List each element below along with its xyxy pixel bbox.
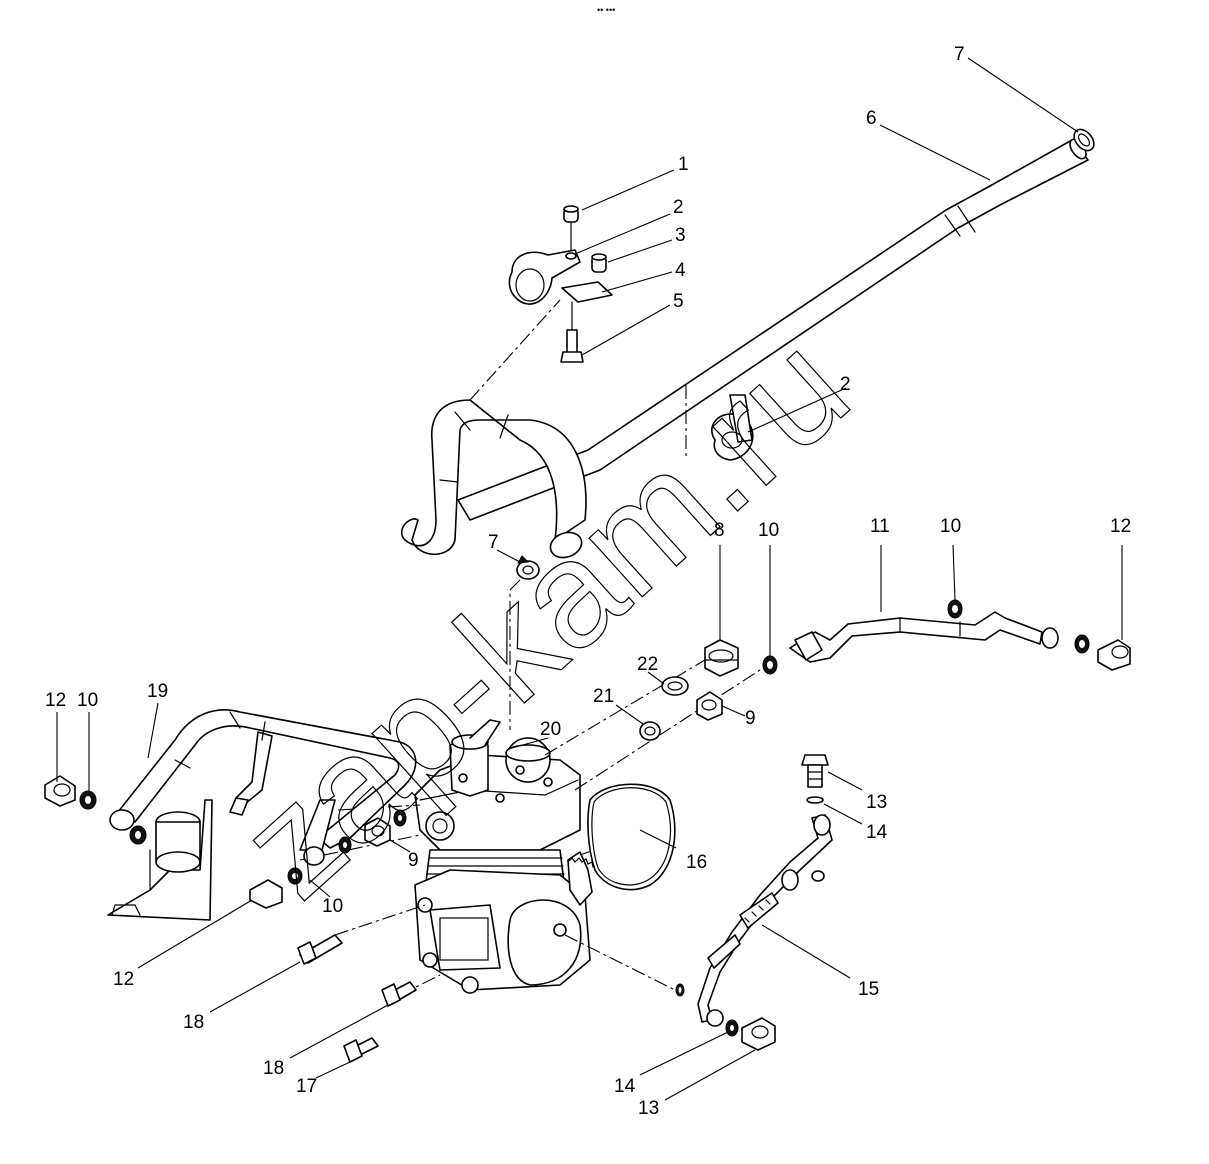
washer-21 <box>639 721 661 741</box>
clamp-7-small <box>516 555 540 580</box>
top-mark: •• ••• <box>597 5 615 15</box>
callout-10-a: 10 <box>758 520 779 541</box>
callout-8: 8 <box>714 520 725 541</box>
callout-17: 17 <box>296 1076 317 1097</box>
callout-10-lower: 10 <box>322 896 343 917</box>
callout-2-right: 2 <box>840 374 851 395</box>
clamp-2-right <box>711 394 754 461</box>
callout-19: 19 <box>147 681 168 702</box>
callout-18-b: 18 <box>263 1058 284 1079</box>
clip-assembly <box>508 205 613 363</box>
callout-labels: 1 2 3 4 5 2 6 7 7 8 10 11 10 12 22 21 9 … <box>45 44 1131 1119</box>
bolt-5 <box>560 351 584 363</box>
callout-10-b: 10 <box>940 516 961 537</box>
callout-13-bottom: 13 <box>638 1098 659 1119</box>
callout-3: 3 <box>675 225 686 246</box>
callout-15: 15 <box>858 979 879 1000</box>
callout-20: 20 <box>540 719 561 740</box>
callout-16: 16 <box>686 852 707 873</box>
callout-10-left: 10 <box>77 690 98 711</box>
pipe-short-left <box>299 799 336 866</box>
callout-12-left: 12 <box>45 690 66 711</box>
bolt-12-right <box>1097 639 1131 671</box>
fitting-8 <box>704 639 739 677</box>
callout-6: 6 <box>866 108 877 129</box>
bolt-17 <box>343 1037 379 1063</box>
callout-2-top: 2 <box>673 197 684 218</box>
bolt-12-lower <box>249 879 283 909</box>
callout-22: 22 <box>637 654 658 675</box>
washer-14-top <box>806 796 824 804</box>
nut-9-right <box>696 691 723 721</box>
gasket-16 <box>587 783 676 891</box>
bolt-12-left <box>44 775 76 807</box>
bolt-18-upper <box>297 934 343 965</box>
bent-hose <box>400 399 587 559</box>
leader-lines <box>56 57 1123 1101</box>
callout-12-right: 12 <box>1110 516 1131 537</box>
callout-9-right: 9 <box>745 708 756 729</box>
callout-21: 21 <box>593 686 614 707</box>
washer-10-right <box>762 655 778 675</box>
oil-line-15 <box>697 814 833 1027</box>
banjo-bolt-13-bottom <box>741 1017 776 1051</box>
callout-4: 4 <box>675 260 686 281</box>
plate-4 <box>561 281 613 303</box>
callout-11: 11 <box>870 516 890 537</box>
callout-13-top: 13 <box>866 792 887 813</box>
bolt-18-lower <box>381 981 417 1007</box>
callout-7-top: 7 <box>954 44 965 65</box>
callout-14-bottom: 14 <box>614 1076 636 1097</box>
callout-12-lower: 12 <box>113 969 134 990</box>
callout-5: 5 <box>673 291 684 312</box>
washer-22 <box>661 676 689 696</box>
callout-1: 1 <box>678 154 689 175</box>
pipe-11 <box>789 611 1059 663</box>
filter-housing <box>107 799 213 921</box>
callout-7-mid: 7 <box>488 532 499 553</box>
compressor <box>414 719 594 994</box>
banjo-bolt-13-top <box>801 754 829 788</box>
callout-9-left: 9 <box>408 850 419 871</box>
callout-14-top: 14 <box>866 822 888 843</box>
callout-18-a: 18 <box>183 1012 204 1033</box>
